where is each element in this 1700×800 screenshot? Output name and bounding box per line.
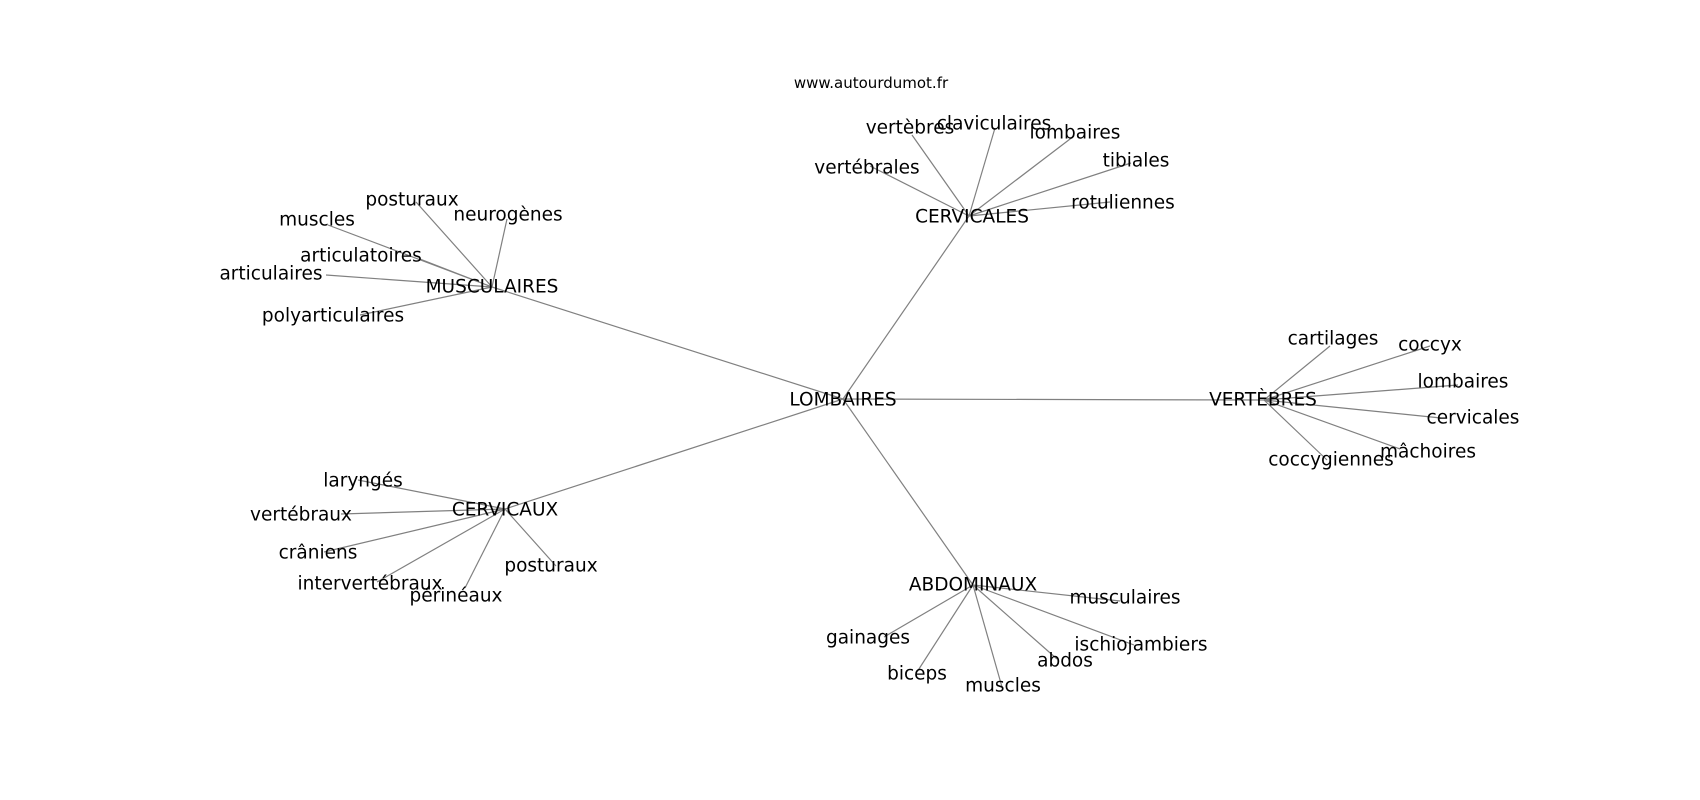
word-node[interactable]: vertèbres xyxy=(866,118,955,139)
word-node[interactable]: mâchoires xyxy=(1380,442,1476,463)
word-node[interactable]: coccyx xyxy=(1398,335,1462,356)
edge-hub-to-word xyxy=(972,584,1135,646)
word-node[interactable]: lombaires xyxy=(1418,372,1509,393)
edge-hub-to-word xyxy=(968,127,996,217)
edge-hub-to-word xyxy=(323,508,506,553)
source-label: www.autourdumot.fr xyxy=(794,74,949,92)
word-node[interactable]: cervicales xyxy=(1427,408,1520,429)
edge-hub-to-word xyxy=(1263,384,1459,401)
edge-hub-to-word xyxy=(972,584,1121,602)
edge-hub-to-word xyxy=(869,165,970,217)
word-node[interactable]: intervertébraux xyxy=(297,574,442,595)
edge-hub-to-word xyxy=(972,584,1003,688)
word-node[interactable]: neurogènes xyxy=(453,205,562,226)
edge-hub-to-word xyxy=(911,134,970,217)
edge-center-to-hub xyxy=(842,215,970,400)
word-node[interactable]: coccygiennes xyxy=(1268,450,1394,471)
edge-hub-to-word xyxy=(340,508,506,515)
word-node[interactable]: ischiojambiers xyxy=(1074,635,1207,656)
word-node[interactable]: muscles xyxy=(279,210,355,231)
edge-hub-to-word xyxy=(1263,399,1328,461)
edge-hub-to-word xyxy=(1263,399,1442,419)
graph-labels: LOMBAIRES CERVICALES vertèbresclaviculaire… xyxy=(219,114,1519,697)
word-node[interactable]: vertébraux xyxy=(250,505,352,526)
edge-hub-to-word xyxy=(357,479,506,510)
edge-center-to-hub xyxy=(842,398,1265,401)
edge-hub-to-word xyxy=(504,508,557,567)
edge-hub-to-word xyxy=(1263,345,1431,401)
word-node[interactable]: biceps xyxy=(887,664,947,685)
edge-center-to-hub xyxy=(504,398,844,510)
word-node[interactable]: muscles xyxy=(965,676,1041,697)
word-node[interactable]: claviculaires xyxy=(937,114,1051,135)
word-node[interactable]: abdos xyxy=(1037,651,1093,672)
word-node[interactable]: périnéaux xyxy=(410,586,503,607)
edge-center-to-hub xyxy=(491,286,844,400)
word-node[interactable]: tibiales xyxy=(1103,151,1170,172)
graph-edges xyxy=(323,127,1459,688)
hub-node[interactable]: MUSCULAIRES xyxy=(426,277,559,298)
word-node[interactable]: lombaires xyxy=(1030,123,1121,144)
edge-hub-to-word xyxy=(415,201,493,288)
word-node[interactable]: rotuliennes xyxy=(1071,193,1175,214)
center-node[interactable]: LOMBAIRES xyxy=(789,390,896,411)
edge-hub-to-word xyxy=(359,286,493,316)
word-node[interactable]: crâniens xyxy=(279,543,358,564)
edge-hub-to-word xyxy=(968,162,1132,217)
edge-center-to-hub xyxy=(842,398,974,586)
word-node[interactable]: gainages xyxy=(826,628,910,649)
edge-hub-to-word xyxy=(972,584,1058,660)
edge-hub-to-word xyxy=(1263,345,1331,401)
edge-hub-to-word xyxy=(968,201,1111,217)
edge-hub-to-word xyxy=(1263,399,1401,450)
word-node[interactable]: cartilages xyxy=(1288,329,1379,350)
edge-hub-to-word xyxy=(491,218,508,288)
hub-node[interactable]: CERVICAUX xyxy=(452,500,559,521)
word-node[interactable]: articulatoires xyxy=(300,246,422,267)
word-node[interactable]: polyarticulaires xyxy=(262,306,404,327)
edge-hub-to-word xyxy=(376,508,506,583)
hub-node[interactable]: ABDOMINAUX xyxy=(909,575,1038,596)
word-node[interactable]: musculaires xyxy=(1069,588,1180,609)
word-node[interactable]: posturaux xyxy=(504,556,597,577)
edge-hub-to-word xyxy=(325,274,493,288)
word-node[interactable]: articulaires xyxy=(219,264,322,285)
edge-hub-to-word xyxy=(464,508,506,589)
hub-node[interactable]: CERVICALES xyxy=(915,207,1029,228)
hub-node[interactable]: VERTÈBRES xyxy=(1209,389,1317,411)
word-node[interactable]: posturaux xyxy=(365,190,458,211)
edge-hub-to-word xyxy=(916,584,974,673)
word-node[interactable]: vertébrales xyxy=(814,158,919,179)
edge-hub-to-word xyxy=(883,584,974,638)
word-node[interactable]: laryngés xyxy=(323,471,403,492)
edge-hub-to-word xyxy=(419,258,493,288)
edge-hub-to-word xyxy=(968,135,1075,217)
